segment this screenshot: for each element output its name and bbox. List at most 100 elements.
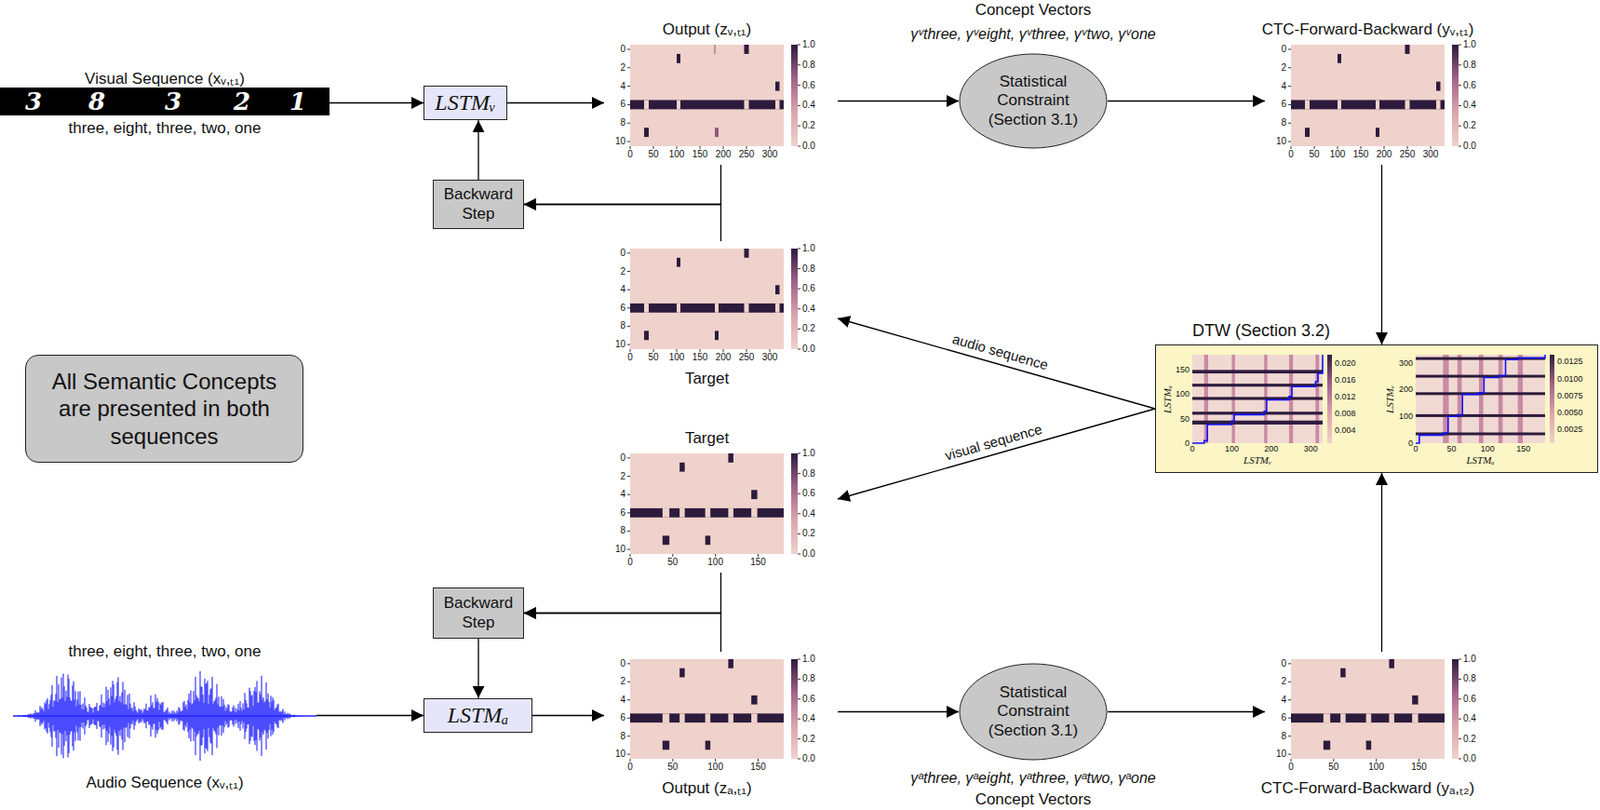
- tick-label: 6: [1264, 712, 1287, 723]
- tick-label: 200: [1263, 444, 1278, 454]
- tick-mark: [797, 308, 801, 310]
- tick-label: 10: [1264, 136, 1287, 147]
- tick-label: 2: [604, 63, 626, 73]
- dtw-matrix: [1192, 354, 1323, 444]
- tick-label: 4: [604, 284, 626, 295]
- tick-mark: [797, 64, 801, 66]
- colorbar: [1452, 44, 1459, 147]
- tick-mark: [699, 349, 701, 352]
- tick-mark: [797, 472, 801, 474]
- tick-mark: [757, 758, 759, 762]
- tick-mark: [1458, 698, 1462, 700]
- tick-label: 4: [604, 489, 626, 499]
- tick-mark: [797, 678, 801, 680]
- colorbar: [791, 44, 798, 147]
- axis-label: LSTMᵥ: [1243, 455, 1272, 466]
- blank-gap: [662, 508, 670, 518]
- tick-label: 2: [604, 471, 626, 482]
- tick-label: 100: [669, 149, 686, 160]
- concept-cell: [1337, 53, 1342, 64]
- tick-mark: [1458, 125, 1462, 127]
- tick-mark: [797, 146, 801, 148]
- concept-cell: [662, 740, 670, 751]
- tick-mark: [797, 125, 801, 127]
- concept-cell: [644, 330, 649, 340]
- tick-label: 300: [1304, 444, 1318, 454]
- colorbar-label: 0.8: [802, 60, 816, 70]
- tick-label: 200: [715, 352, 732, 363]
- tick-label: 10: [604, 749, 626, 759]
- tick-label: 0: [604, 248, 626, 258]
- tick-label: 0: [604, 658, 626, 669]
- connector-arrow: [1107, 711, 1265, 713]
- blank-gap: [1323, 712, 1331, 723]
- dtw-heading: DTW (Section 3.2): [1192, 321, 1331, 341]
- tick-label: 200: [715, 149, 732, 160]
- blank-gap: [1436, 99, 1441, 109]
- ellipse-shape: [959, 53, 1107, 148]
- ellipse-label: Statistical Constraint (Section 3.1): [976, 683, 1090, 740]
- tick-label: 2: [1264, 63, 1287, 73]
- colorbar-label: 0.6: [802, 283, 816, 294]
- colorbar-label: 1.0: [802, 40, 816, 50]
- tick-mark: [797, 105, 801, 107]
- tick-label: 50: [1308, 149, 1319, 160]
- colorbar-label: 0.2: [802, 323, 816, 334]
- heatmap-title: Output (zᵥ,ₜ₁): [662, 20, 753, 40]
- column-band: [1478, 354, 1484, 444]
- tick-label: 10: [604, 544, 626, 554]
- colorbar-label: 0.4: [802, 304, 816, 314]
- blank-gap: [751, 712, 757, 723]
- blank-gap: [679, 508, 686, 518]
- ellipse-shape: [959, 663, 1107, 760]
- tick-label: 150: [750, 557, 767, 567]
- colorbar-label: 0.0: [802, 549, 816, 559]
- concept-cell: [727, 658, 734, 669]
- connector-arrow: [507, 102, 605, 104]
- concept-cell: [775, 284, 780, 295]
- concept-cell: [1340, 668, 1346, 678]
- tick-label: 2: [604, 676, 626, 686]
- tick-mark: [627, 735, 631, 737]
- tick-mark: [1407, 146, 1409, 149]
- tick-mark: [1458, 146, 1462, 148]
- tick-label: 6: [604, 712, 626, 723]
- tick-label: 100: [1386, 412, 1413, 421]
- colorbar-label: 0.2: [1463, 121, 1477, 131]
- colorbar-label: 0.2: [802, 528, 816, 538]
- blank-gap: [1337, 99, 1342, 109]
- tick-label: 150: [1411, 762, 1427, 772]
- warping-path: [1415, 354, 1546, 444]
- concept-cell: [1304, 127, 1310, 137]
- tick-label: 0: [627, 149, 633, 160]
- digit-image: 3: [25, 89, 42, 114]
- tick-label: 6: [604, 303, 626, 313]
- tick-label: 0: [1412, 444, 1418, 454]
- backward-step-box: Backward Step: [432, 587, 525, 639]
- tick-label: 300: [762, 352, 779, 363]
- concept-cell: [744, 44, 750, 54]
- concept-cell: [1375, 127, 1380, 137]
- concept-vectors: γᵛthree, γᵛeight, γᵛthree, γᵛtwo, γᵛone: [910, 26, 1156, 43]
- tick-mark: [1458, 758, 1462, 760]
- concept-cell: [662, 535, 670, 545]
- tick-mark: [1458, 44, 1462, 46]
- colorbar-label: 0.4: [1463, 100, 1477, 110]
- tick-label: 8: [604, 525, 626, 536]
- colorbar-label: 0.0050: [1557, 408, 1584, 417]
- tick-label: 100: [707, 762, 724, 772]
- concept-cell: [1405, 44, 1411, 54]
- target-heatmap: 02468100501001502002503000.00.20.40.60.8…: [604, 241, 838, 396]
- tick-mark: [1314, 146, 1316, 149]
- connector-arrow: [524, 164, 722, 205]
- tick-mark: [1418, 758, 1420, 762]
- blank-gap: [705, 712, 712, 723]
- tick-mark: [676, 146, 678, 149]
- tick-mark: [1458, 84, 1462, 86]
- colorbar-label: 1.0: [1463, 40, 1477, 50]
- heatmap-title: Output (zₐ,ₜ₁): [661, 779, 752, 798]
- tick-label: 150: [750, 762, 767, 772]
- connector-arrow: [1381, 472, 1383, 652]
- tick-mark: [672, 553, 673, 557]
- tick-label: 8: [604, 321, 626, 331]
